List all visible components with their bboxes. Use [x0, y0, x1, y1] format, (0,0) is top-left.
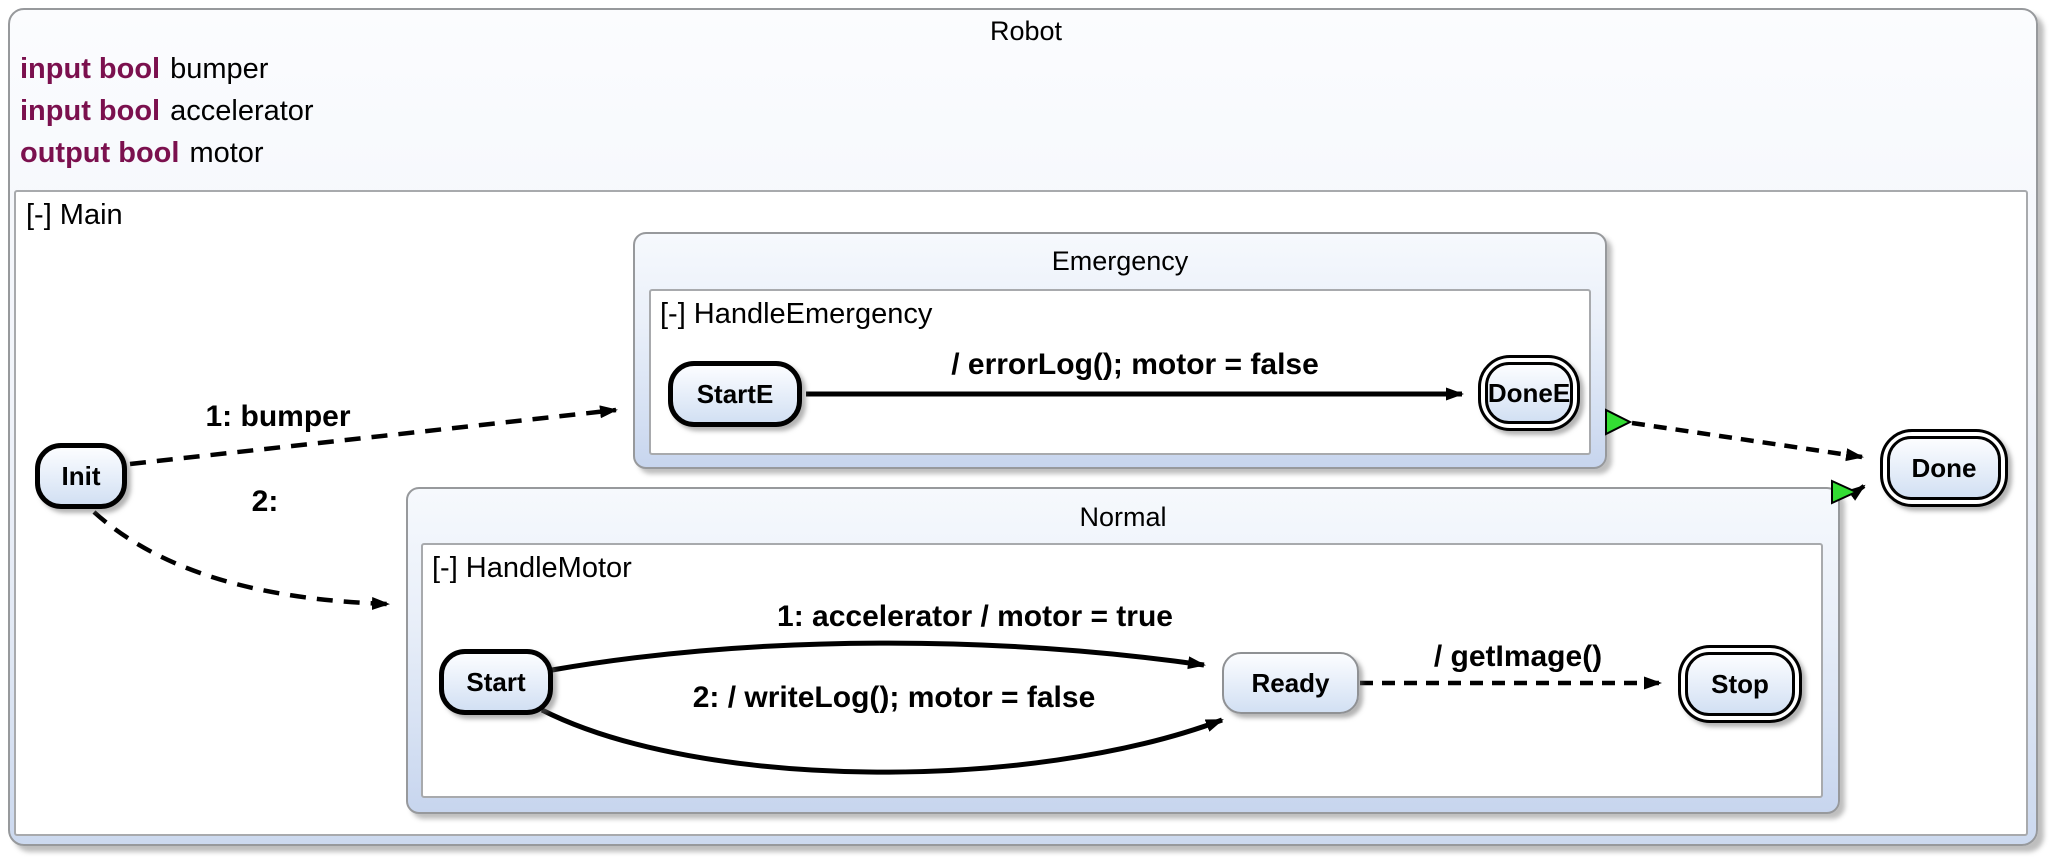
state-init[interactable]: Init: [35, 443, 127, 509]
declaration-keyword: input bool: [20, 95, 161, 127]
state-done[interactable]: Done: [1880, 429, 2008, 507]
composite-normal-title: Normal: [1079, 502, 1167, 532]
state-label: DoneE: [1487, 377, 1571, 408]
declaration-keyword: input bool: [20, 53, 161, 85]
state-label: Stop: [1711, 668, 1769, 699]
state-start[interactable]: Start: [439, 649, 553, 715]
declaration-accelerator[interactable]: input bool accelerator: [20, 90, 314, 132]
region-name: Main: [59, 199, 123, 231]
state-label: StartE: [696, 378, 774, 409]
transition-label-ready-stop[interactable]: / getImage(): [1433, 640, 1603, 673]
statechart-title: Robot: [989, 16, 1063, 46]
declaration-keyword: output bool: [20, 137, 180, 169]
region-collapse-toggle[interactable]: [-]: [660, 298, 686, 330]
region-collapse-toggle[interactable]: [-]: [432, 552, 458, 584]
region-name: HandleEmergency: [693, 298, 933, 330]
state-ready[interactable]: Ready: [1222, 652, 1359, 714]
region-collapse-toggle[interactable]: [-]: [26, 199, 52, 231]
transition-label-starte-donee[interactable]: / errorLog(); motor = false: [951, 348, 1319, 381]
region-handle-emergency-label: [-] HandleEmergency: [660, 298, 932, 331]
composite-emergency-title: Emergency: [1051, 246, 1189, 276]
state-label: Start: [466, 666, 526, 697]
declarations-block: input bool bumper input bool accelerator o…: [20, 48, 314, 174]
declaration-motor[interactable]: output bool motor: [20, 132, 314, 174]
state-label: Ready: [1251, 667, 1330, 698]
final-state-inner-ring: Stop: [1685, 652, 1795, 716]
state-label: Init: [61, 460, 101, 491]
state-start-e[interactable]: StartE: [668, 361, 802, 427]
final-state-inner-ring: DoneE: [1485, 362, 1573, 424]
region-handle-emergency[interactable]: [649, 289, 1591, 455]
region-main-label: [-] Main: [26, 199, 123, 232]
state-done-e[interactable]: DoneE: [1478, 355, 1580, 431]
declaration-name: accelerator: [170, 95, 314, 127]
final-state-inner-ring: Done: [1887, 436, 2001, 500]
state-stop[interactable]: Stop: [1678, 645, 1802, 723]
declaration-bumper[interactable]: input bool bumper: [20, 48, 314, 90]
transition-label-start-ready-1[interactable]: 1: accelerator / motor = true: [777, 600, 1173, 633]
transition-label-init-normal[interactable]: 2:: [251, 485, 279, 518]
declaration-name: motor: [189, 137, 264, 169]
transition-label-start-ready-2[interactable]: 2: / writeLog(); motor = false: [692, 681, 1096, 714]
region-name: HandleMotor: [465, 552, 632, 584]
declaration-name: bumper: [170, 53, 269, 85]
state-label: Done: [1911, 452, 1977, 483]
region-handle-motor-label: [-] HandleMotor: [432, 552, 632, 585]
transition-label-init-emergency[interactable]: 1: bumper: [205, 400, 351, 433]
